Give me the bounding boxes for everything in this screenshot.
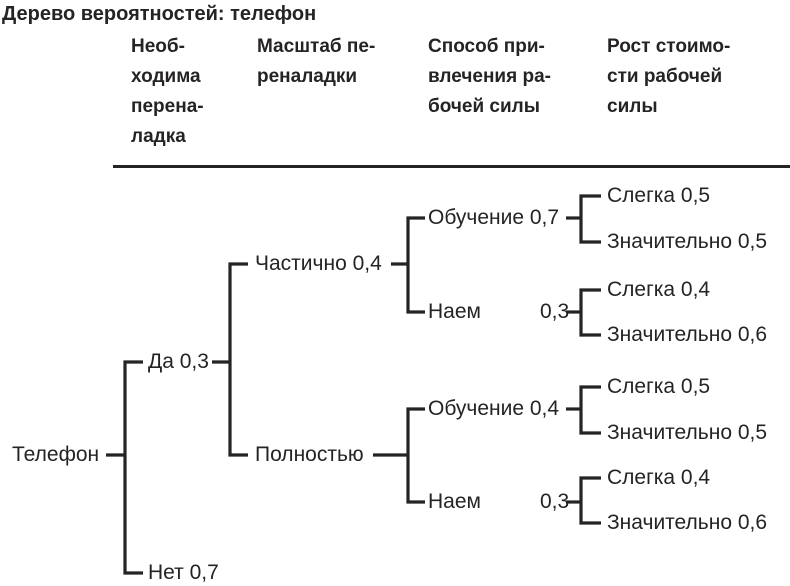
node-no: Нет 0,7: [148, 561, 219, 585]
node-training-2: Обучение 0,4: [428, 397, 560, 421]
leaf-slightly-4: Слегка 0,4: [607, 466, 711, 490]
branch-hiring2-to-leaves: [566, 476, 601, 525]
node-full: Полностью: [255, 443, 364, 467]
branch-root-to-yes-no: [106, 360, 143, 575]
node-hiring-2: Наем: [428, 490, 481, 514]
node-hiring-1-probability: 0,3: [540, 300, 570, 324]
column-header-readjustment-scale: Масштаб пе- реналадки: [257, 36, 376, 87]
node-hiring-2-probability: 0,3: [540, 490, 570, 514]
column-header-readjustment-needed: Необ- ходима перена- ладка: [131, 36, 204, 147]
leaf-significantly-2: Значительно 0,6: [607, 323, 768, 347]
branch-training2-to-leaves: [566, 385, 601, 435]
leaf-slightly-3: Слегка 0,5: [607, 375, 711, 399]
node-partial: Частично 0,4: [255, 252, 382, 276]
node-telephone: Телефон: [12, 443, 100, 467]
leaf-significantly-3: Значительно 0,5: [607, 421, 768, 445]
node-yes: Да 0,3: [148, 350, 209, 374]
node-training-1: Обучение 0,7: [428, 206, 560, 230]
leaf-significantly-1: Значительно 0,5: [607, 230, 768, 254]
header-divider: [113, 165, 790, 168]
leaf-slightly-2: Слегка 0,4: [607, 278, 711, 302]
leaf-significantly-4: Значительно 0,6: [607, 511, 768, 535]
column-header-labor-cost-growth: Рост стоимо- сти рабочей силы: [607, 36, 731, 117]
branch-hiring1-to-leaves: [566, 288, 601, 337]
column-header-labor-attraction-method: Способ при- влечения ра- бочей силы: [428, 36, 551, 117]
branch-training1-to-leaves: [566, 194, 601, 244]
branch-full-to-training-hiring: [373, 407, 425, 504]
branch-partial-to-training-hiring: [391, 216, 425, 314]
node-hiring-1: Наем: [428, 300, 481, 324]
branch-yes-to-partial-full: [212, 262, 248, 457]
page-title: Дерево вероятностей: телефон: [2, 3, 317, 25]
leaf-slightly-1: Слегка 0,5: [607, 184, 711, 208]
